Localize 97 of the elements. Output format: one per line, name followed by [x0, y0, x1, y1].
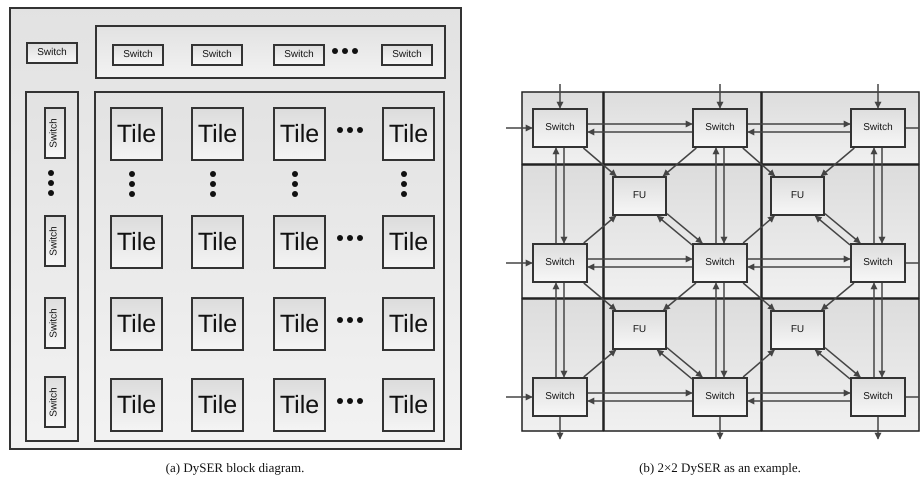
arrow: [742, 349, 775, 378]
tile-box: Tile: [273, 378, 326, 432]
panel-background: [9, 7, 462, 450]
arrow: [662, 147, 697, 177]
tile-box: Tile: [273, 107, 326, 161]
arrow: [666, 347, 703, 378]
switch-box: Switch: [692, 377, 748, 417]
arrow: [742, 282, 775, 311]
switch-box: Switch: [26, 42, 78, 64]
tile-box: Tile: [110, 378, 163, 432]
group-box: [25, 91, 79, 442]
arrow: [556, 84, 564, 109]
arrow: [583, 282, 616, 311]
switch-box: Switch: [112, 44, 164, 66]
fu-box: FU: [612, 176, 667, 216]
tile-box: Tile: [382, 107, 435, 161]
switch-box: Switch: [692, 108, 748, 148]
arrow: [560, 148, 568, 244]
arrow: [747, 398, 850, 404]
arrow: [506, 124, 533, 132]
tile-box: Tile: [382, 215, 435, 269]
tile-box: Tile: [110, 107, 163, 161]
switch-box: Switch: [273, 44, 325, 66]
fu-box: FU: [770, 176, 825, 216]
arrow: [716, 84, 724, 109]
arrow: [870, 147, 878, 243]
tile-box: Tile: [191, 297, 244, 351]
tile-box: Tile: [110, 297, 163, 351]
switch-box: Switch: [44, 107, 66, 159]
tile-box: Tile: [382, 297, 435, 351]
arrow: [560, 283, 568, 378]
arrow: [588, 390, 693, 396]
tile-box: Tile: [382, 378, 435, 432]
tile-box: Tile: [273, 297, 326, 351]
arrow: [588, 256, 693, 262]
arrow: [742, 215, 775, 244]
figure-caption: (b) 2×2 DySER as an example.: [639, 459, 801, 477]
arrow: [582, 147, 617, 177]
switch-box: Switch: [532, 108, 588, 148]
arrow: [656, 215, 692, 246]
arrow: [747, 264, 850, 270]
tile-box: Tile: [110, 215, 163, 269]
arrow: [874, 84, 882, 109]
figure-caption: (a) DySER block diagram.: [166, 459, 304, 477]
arrow: [712, 147, 720, 243]
arrow: [587, 398, 692, 404]
arrow: [742, 147, 776, 177]
arrow: [712, 282, 720, 377]
switch-box: Switch: [692, 243, 748, 283]
arrow: [663, 282, 696, 311]
arrow: [506, 260, 533, 266]
group-box: [94, 91, 445, 442]
arrow: [870, 282, 878, 377]
switch-box: Switch: [532, 377, 588, 417]
switch-box: Switch: [850, 108, 906, 148]
fu-box: FU: [770, 310, 825, 350]
arrow: [552, 147, 560, 243]
arrow: [748, 120, 851, 128]
switch-box: Switch: [850, 377, 906, 417]
fu-box: FU: [612, 310, 667, 350]
arrow: [588, 120, 693, 128]
arrow: [874, 417, 882, 440]
arrow: [583, 215, 616, 244]
switch-box: Switch: [44, 297, 66, 349]
switch-box: Switch: [191, 44, 243, 66]
arrow: [556, 417, 564, 440]
arrow: [821, 282, 854, 311]
arrow: [878, 148, 886, 244]
arrow: [748, 390, 851, 396]
arrow: [747, 128, 850, 136]
arrow: [587, 128, 692, 136]
arrow: [824, 347, 861, 378]
arrow: [583, 349, 616, 378]
switch-box: Switch: [44, 376, 66, 428]
arrow: [506, 394, 533, 400]
arrow: [748, 256, 851, 262]
arrow: [814, 349, 850, 380]
tile-box: Tile: [273, 215, 326, 269]
arrow: [720, 148, 728, 244]
switch-box: Switch: [381, 44, 433, 66]
tile-box: Tile: [191, 378, 244, 432]
arrow: [666, 213, 703, 244]
arrow: [820, 147, 855, 177]
tile-box: Tile: [191, 215, 244, 269]
switch-box: Switch: [850, 243, 906, 283]
arrow: [814, 215, 850, 246]
switch-box: Switch: [44, 215, 66, 267]
arrow: [878, 283, 886, 378]
group-box: [95, 25, 446, 79]
arrow: [587, 264, 692, 270]
arrow: [552, 282, 560, 377]
arrow: [656, 349, 692, 380]
tile-box: Tile: [191, 107, 244, 161]
arrow: [716, 417, 724, 440]
arrow: [720, 283, 728, 378]
switch-box: Switch: [532, 243, 588, 283]
arrow: [824, 213, 861, 244]
